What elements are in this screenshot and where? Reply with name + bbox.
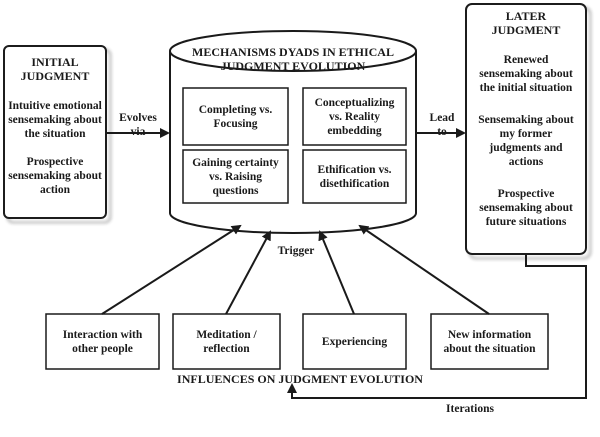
influence-box-3 xyxy=(302,313,407,370)
later-judgment-item-3: Prospective sensemaking about future sit… xyxy=(479,188,573,228)
later-judgment-title: LATER JUDGMENT xyxy=(491,9,561,37)
trigger-label: Trigger xyxy=(277,245,315,257)
influence-box-2 xyxy=(172,313,281,370)
dyad-box-4 xyxy=(302,149,407,204)
dyad-3-label: Gaining certainty vs. Raising questions xyxy=(192,156,279,197)
dyad-4-label: Ethification vs. disethification xyxy=(317,163,392,190)
influence-3-label: Experiencing xyxy=(321,335,388,348)
initial-judgment-title: INITIAL JUDGMENT xyxy=(20,55,90,83)
dyad-box-2 xyxy=(302,87,407,146)
later-judgment-item-1: Renewed sensemaking about the initial si… xyxy=(479,54,573,94)
trigger-arrow-1 xyxy=(101,224,242,315)
influence-4-label: New information about the situation xyxy=(443,328,536,355)
influence-2-label: Meditation / reflection xyxy=(196,328,257,355)
dyad-2-label: Conceptualizing vs. Reality embedding xyxy=(314,96,395,137)
initial-judgment-item-2: Prospective sensemaking about action xyxy=(8,156,102,196)
dyad-box-1 xyxy=(182,87,289,146)
lead-to-label: Lead to xyxy=(429,112,455,138)
initial-judgment-item-1: Intuitive emotional sensemaking about th… xyxy=(8,100,102,140)
trigger-arrow-2 xyxy=(225,230,271,315)
mechanisms-title: MECHANISMS DYADS IN ETHICAL JUDGMENT EVO… xyxy=(192,45,394,73)
influence-box-1 xyxy=(45,313,160,370)
iterations-label: Iterations xyxy=(446,403,494,415)
iterations-loop-arrow xyxy=(287,254,587,399)
influence-1-label: Interaction with other people xyxy=(62,328,143,355)
influence-box-4 xyxy=(430,313,549,370)
dyad-box-3 xyxy=(182,149,289,204)
influences-title: INFLUENCES ON JUDGMENT EVOLUTION xyxy=(177,372,423,386)
dyad-1-label: Completing vs. Focusing xyxy=(198,103,273,130)
evolves-via-label: Evolves via xyxy=(119,112,157,138)
later-judgment-item-2: Sensemaking about my former judgments an… xyxy=(478,114,574,168)
trigger-arrow-3 xyxy=(318,230,355,315)
trigger-arrow-4 xyxy=(358,224,490,315)
